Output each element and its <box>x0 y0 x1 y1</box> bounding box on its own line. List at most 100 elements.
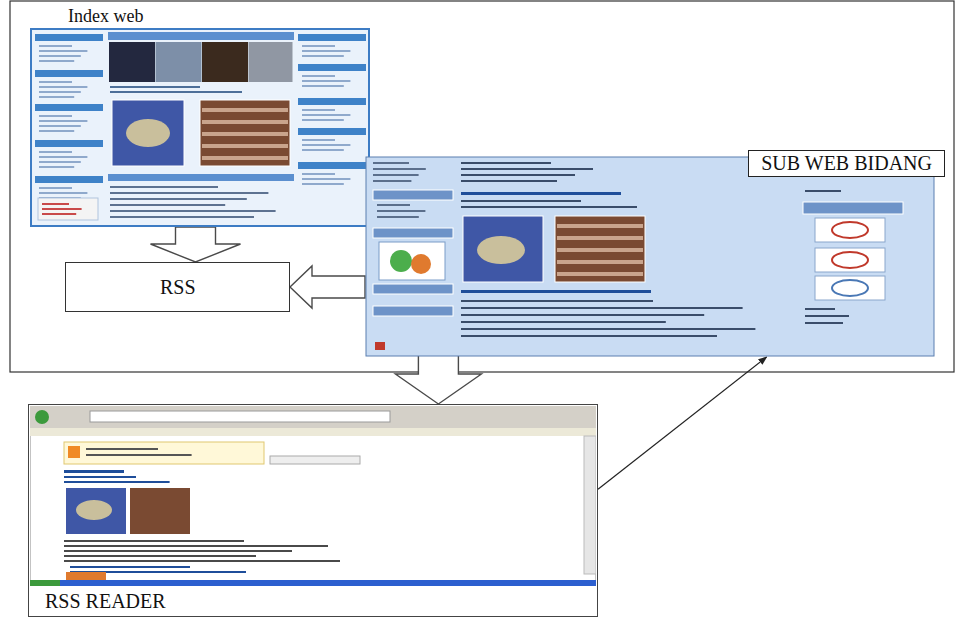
text-line <box>39 192 87 194</box>
text-line <box>461 335 717 337</box>
screenshot-frame <box>30 406 596 586</box>
header-bar <box>108 32 294 40</box>
heading-line <box>64 470 124 473</box>
node-label: SUB WEB BIDANG <box>748 150 945 177</box>
text-line <box>110 210 276 212</box>
text-line <box>302 80 350 82</box>
address-bar <box>90 411 390 422</box>
text-line <box>461 168 593 170</box>
text-line <box>42 213 76 215</box>
logo-circle <box>390 250 412 272</box>
sidebar-header <box>35 176 103 183</box>
picture <box>66 488 126 534</box>
icon <box>375 342 385 350</box>
text-line <box>86 448 158 450</box>
node-label: RSS <box>160 276 196 299</box>
heading-line <box>461 192 621 195</box>
picture <box>200 100 290 166</box>
scrollbar <box>584 436 596 574</box>
screenshot-illustration <box>30 406 596 586</box>
text-line <box>461 328 755 330</box>
text-line <box>461 321 666 323</box>
text-line <box>302 55 344 57</box>
text-line <box>302 85 344 87</box>
text-line <box>39 60 74 62</box>
block-arrow <box>290 266 365 308</box>
section-bar <box>108 174 294 181</box>
picture <box>555 216 645 282</box>
text-line <box>64 555 256 557</box>
picture-stripe <box>202 108 288 112</box>
screenshot-panel: SUB WEB BIDANG <box>365 150 947 357</box>
text-line <box>110 216 254 218</box>
node-label: RSS READER <box>45 590 166 613</box>
partner-logo <box>815 218 885 242</box>
screenshot-frame <box>366 157 934 356</box>
sidebar-header <box>298 34 366 41</box>
screenshot-panel: RSS READER <box>28 404 598 617</box>
text-line <box>377 216 419 218</box>
logo-box <box>379 242 445 280</box>
text-line <box>110 204 225 206</box>
partner-logo <box>815 248 885 272</box>
screenshot-frame <box>31 29 369 226</box>
text-line <box>302 109 335 111</box>
subscribe-box <box>64 442 264 464</box>
text-line <box>805 190 841 192</box>
outer-frame <box>10 1 954 372</box>
screenshot-illustration <box>30 28 370 227</box>
picture <box>463 216 543 282</box>
start-button <box>30 580 60 586</box>
picture <box>66 572 106 580</box>
text-line <box>461 314 704 316</box>
text-line <box>461 174 575 176</box>
banner-image <box>249 42 293 82</box>
connector-arrow <box>598 357 767 489</box>
text-line <box>302 119 344 121</box>
picture-stripe <box>202 156 288 160</box>
logo-ring <box>832 280 868 296</box>
node-label: Index web <box>68 6 143 27</box>
text-line <box>39 125 81 127</box>
text-line <box>377 204 410 206</box>
sidebar-header <box>298 98 366 105</box>
menu-button <box>373 190 453 200</box>
logo-ring <box>832 222 868 238</box>
text-line <box>461 206 637 208</box>
text-line <box>461 180 557 182</box>
map-shape <box>477 236 525 264</box>
text-line <box>373 180 411 182</box>
process-box: RSS <box>65 262 290 312</box>
text-line <box>39 45 72 47</box>
text-line <box>373 162 409 164</box>
banner-image <box>202 42 248 82</box>
text-line <box>461 307 743 309</box>
map-shape <box>126 119 170 147</box>
text-line <box>302 183 344 185</box>
text-line <box>461 162 551 164</box>
text-line <box>39 151 72 153</box>
text-line <box>39 81 72 83</box>
text-line <box>110 91 242 93</box>
picture-stripe <box>202 132 288 136</box>
text-line <box>70 566 190 568</box>
banner-image <box>109 42 155 82</box>
text-line <box>39 55 81 57</box>
text-line <box>110 192 268 194</box>
menu-button <box>803 202 903 214</box>
text-line <box>302 114 350 116</box>
text-line <box>110 198 247 200</box>
sidebar-header <box>35 104 103 111</box>
button <box>270 456 360 464</box>
text-line <box>64 476 136 478</box>
text-line <box>110 186 218 188</box>
text-line <box>39 156 87 158</box>
text-line <box>302 173 335 175</box>
back-button <box>35 410 49 424</box>
text-line <box>302 45 335 47</box>
text-line <box>39 166 74 168</box>
picture-stripe <box>557 260 643 264</box>
heading-line <box>461 290 651 293</box>
taskbar <box>30 580 596 586</box>
